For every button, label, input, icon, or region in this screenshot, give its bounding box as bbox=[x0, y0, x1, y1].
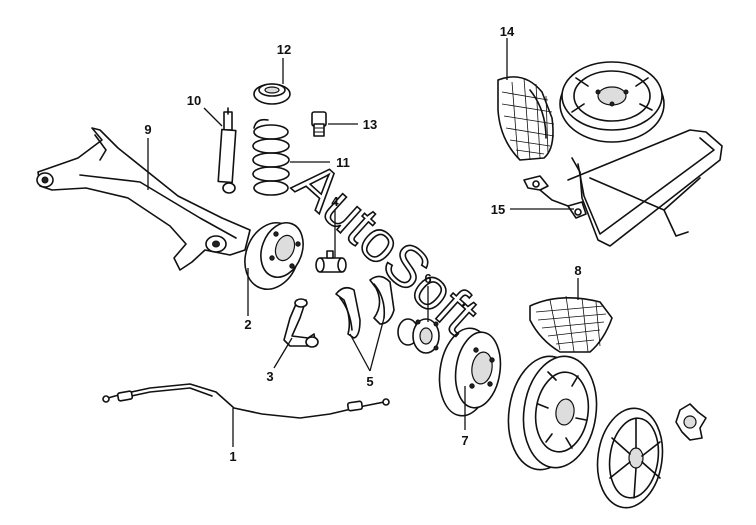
tire bbox=[529, 295, 613, 353]
callout-12: 12 bbox=[277, 42, 291, 57]
spare-tire bbox=[497, 76, 555, 161]
leader-3 bbox=[273, 337, 293, 369]
callout-9: 9 bbox=[144, 122, 151, 137]
hub-cap bbox=[596, 407, 664, 509]
spare-wheel-carrier bbox=[523, 129, 723, 247]
callout-15: 15 bbox=[491, 202, 505, 217]
wheel-rim bbox=[507, 355, 598, 471]
spare-wheel bbox=[559, 61, 665, 143]
leader-5a bbox=[349, 333, 371, 372]
callout-11: 11 bbox=[336, 155, 350, 170]
callout-4: 4 bbox=[331, 194, 339, 209]
callout-10: 10 bbox=[187, 93, 201, 108]
callout-1: 1 bbox=[229, 449, 236, 464]
coil-spring bbox=[252, 118, 290, 196]
leader-5b bbox=[369, 317, 385, 372]
handbrake-cable bbox=[102, 383, 390, 419]
callout-14: 14 bbox=[500, 24, 515, 39]
callout-5: 5 bbox=[366, 374, 373, 389]
shock-absorber bbox=[217, 107, 237, 194]
brake-hose bbox=[283, 298, 319, 348]
rear-axle-beam bbox=[36, 127, 251, 271]
brake-shoes bbox=[335, 275, 395, 339]
callout-3: 3 bbox=[266, 369, 273, 384]
wheel-nut-cap bbox=[675, 403, 707, 441]
leader-lines bbox=[147, 38, 579, 447]
spring-seat bbox=[253, 83, 291, 105]
callout-7: 7 bbox=[461, 433, 468, 448]
callout-13: 13 bbox=[363, 117, 377, 132]
bump-stop bbox=[311, 111, 327, 137]
callout-numbers: 1 2 3 4 5 6 7 8 9 10 11 12 13 14 15 bbox=[144, 24, 581, 464]
brake-disc bbox=[438, 327, 502, 417]
callout-6: 6 bbox=[424, 271, 431, 286]
callout-8: 8 bbox=[574, 263, 581, 278]
wheel-hub-bearing bbox=[397, 318, 440, 354]
leader-10 bbox=[203, 107, 223, 127]
callout-2: 2 bbox=[244, 317, 251, 332]
brake-drum bbox=[244, 222, 304, 290]
wheel-cylinder bbox=[315, 250, 347, 273]
